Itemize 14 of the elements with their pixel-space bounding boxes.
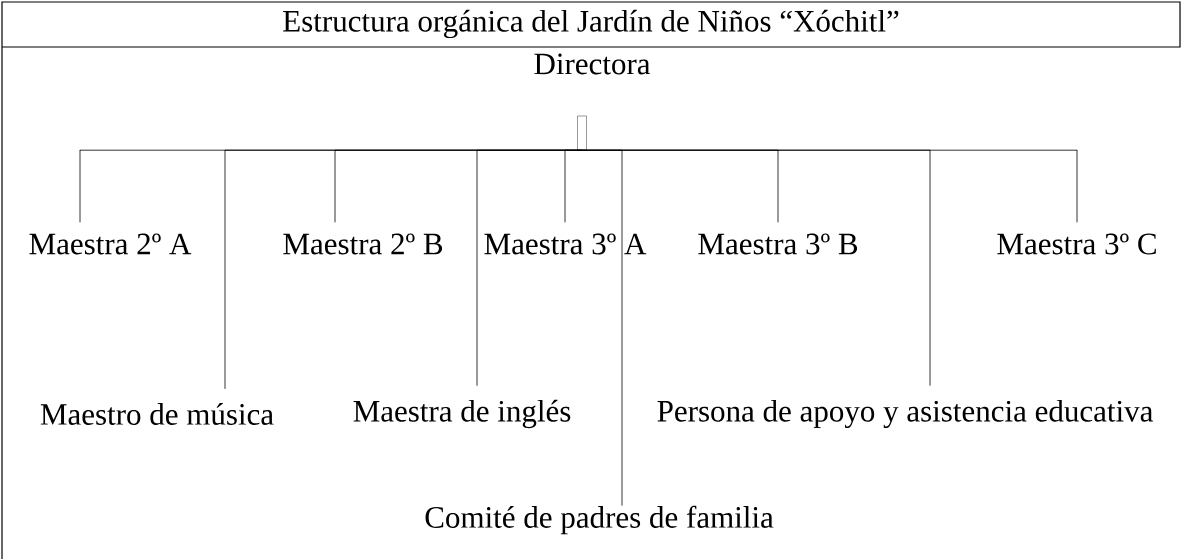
role-label: Maestra 2º A — [29, 233, 192, 255]
role-label: Maestro de música — [40, 403, 274, 425]
role-label: Persona de apoyo y asistencia educativa — [657, 399, 1153, 429]
role-label: Maestra de inglés — [353, 399, 571, 429]
connector-box — [577, 115, 587, 151]
role-label: Maestra 3º B — [698, 233, 858, 255]
role-label: Maestra 3º C — [997, 233, 1156, 255]
connector-line — [564, 149, 583, 223]
title: Estructura orgánica del Jardín de Niños “Xóchitl” — [283, 9, 899, 39]
role-label: Maestra 3º A — [484, 233, 647, 255]
connector-line — [581, 149, 1078, 223]
role-label: Maestra 2º B — [283, 233, 443, 255]
role-label: Comité de padres de familia — [425, 505, 774, 535]
role-label: Directora — [534, 53, 651, 75]
